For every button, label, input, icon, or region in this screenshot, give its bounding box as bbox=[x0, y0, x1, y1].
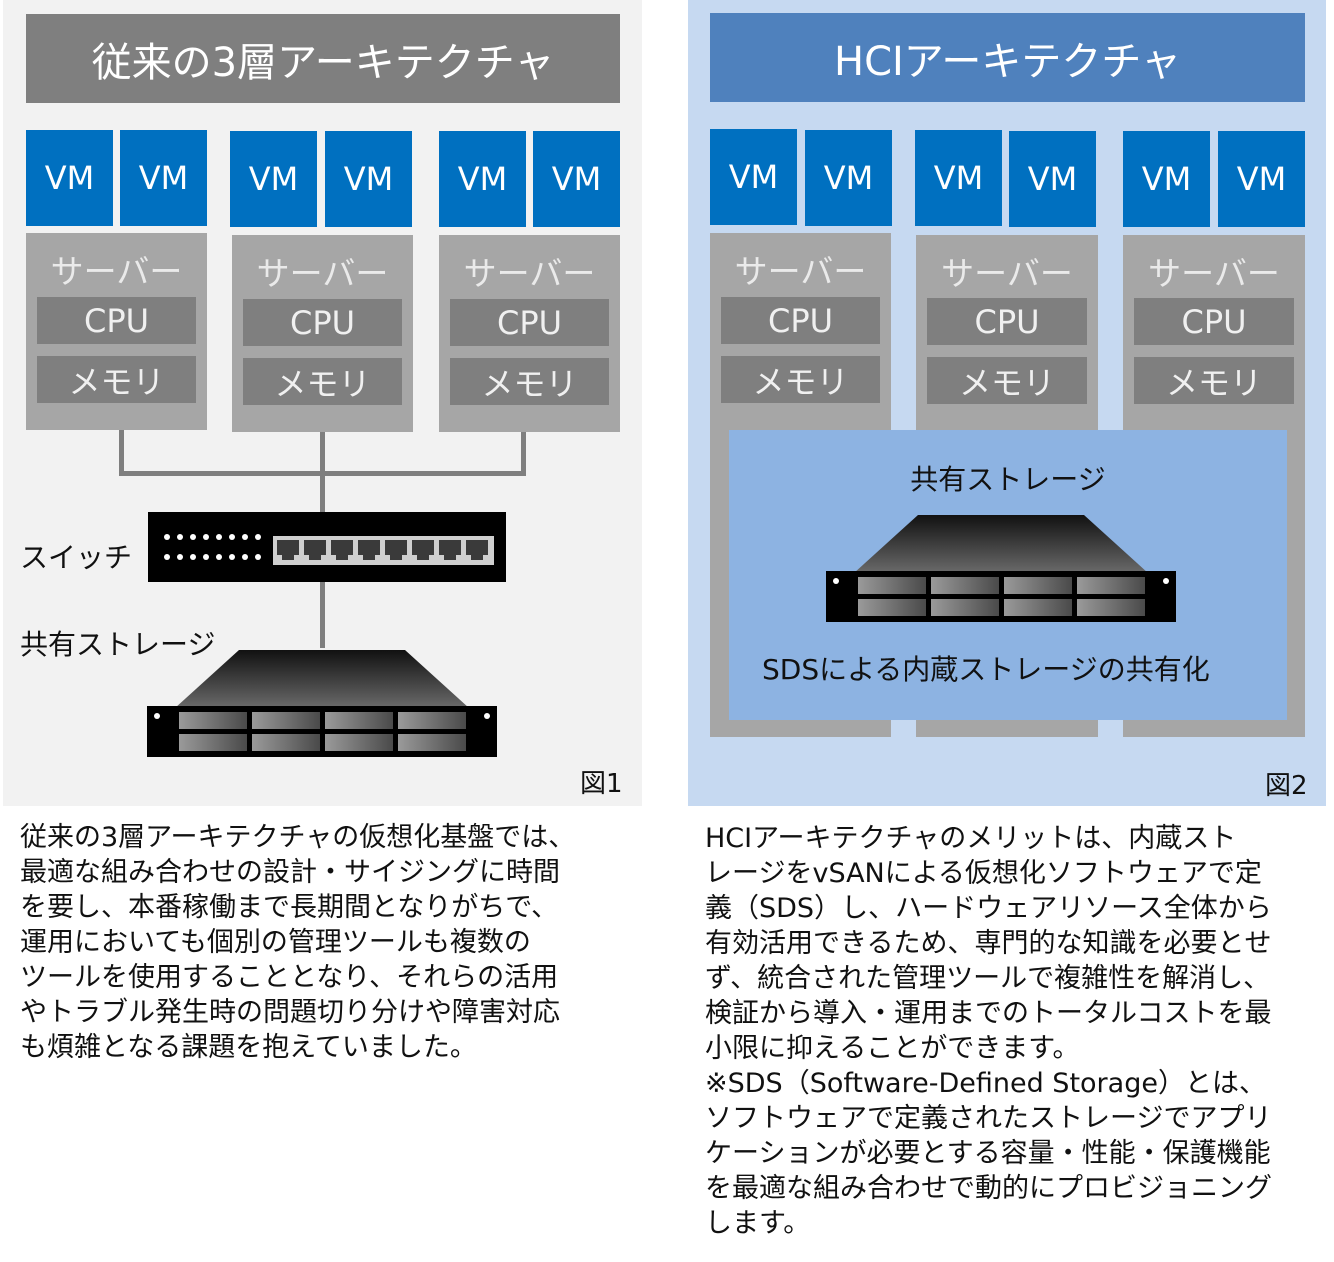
cpu-box: CPU bbox=[243, 299, 402, 346]
text-line: 最適な組み合わせの設計・サイジングに時間 bbox=[20, 857, 560, 888]
text-line: を要し、本番稼働まで長期間となりがちで、 bbox=[20, 892, 559, 923]
text-line: HCIアーキテクチャのメリットは、内蔵スト bbox=[705, 823, 1237, 854]
text-line: ソフトウェアで定義されたストレージでアプリ bbox=[705, 1103, 1272, 1134]
vm-box: VM bbox=[805, 130, 892, 226]
memory-box: メモリ bbox=[450, 358, 609, 405]
vm-box: VM bbox=[26, 130, 113, 226]
text-line: ツールを使用することとなり、それらの活用 bbox=[20, 962, 559, 993]
vm-box: VM bbox=[230, 131, 317, 227]
connector-line bbox=[119, 471, 526, 476]
text-line: 小限に抑えることができます。 bbox=[705, 1033, 1080, 1064]
memory-box: メモリ bbox=[721, 356, 880, 403]
text-line: します。 bbox=[705, 1208, 811, 1239]
vm-box: VM bbox=[439, 131, 526, 227]
server-label: サーバー bbox=[463, 254, 596, 293]
memory-box: メモリ bbox=[1134, 357, 1294, 404]
memory-box: メモリ bbox=[37, 356, 196, 403]
server-box: サーバー CPU メモリ bbox=[26, 233, 207, 430]
cpu-box: CPU bbox=[1134, 298, 1294, 345]
cpu-box: CPU bbox=[927, 298, 1087, 345]
shared-storage-label: 共有ストレージ bbox=[20, 628, 216, 661]
legacy-title: 従来の3層アーキテクチャ bbox=[26, 14, 620, 103]
server-label: サーバー bbox=[1148, 254, 1280, 293]
text-line: も煩雑となる課題を抱えていました。 bbox=[20, 1032, 477, 1063]
cpu-box: CPU bbox=[37, 297, 196, 344]
text-line: やトラブル発生時の問題切り分けや障害対応 bbox=[20, 997, 560, 1028]
vm-box: VM bbox=[120, 130, 207, 226]
cpu-box: CPU bbox=[721, 297, 880, 344]
vm-box: VM bbox=[533, 131, 620, 227]
storage-array-icon bbox=[147, 650, 497, 757]
vm-box: VM bbox=[325, 131, 412, 227]
text-line: ※SDS（Software-Defined Storage）とは、 bbox=[705, 1068, 1266, 1099]
hci-description: HCIアーキテクチャのメリットは、内蔵スト レージをvSANによる仮想化ソフトウ… bbox=[705, 821, 1272, 1241]
vm-box: VM bbox=[1123, 131, 1210, 227]
figure-caption: 図1 bbox=[580, 769, 623, 799]
switch-label: スイッチ bbox=[20, 541, 133, 574]
server-box: サーバー CPU メモリ bbox=[232, 235, 413, 432]
hci-title: HCIアーキテクチャ bbox=[710, 13, 1305, 102]
cpu-box: CPU bbox=[450, 299, 609, 346]
memory-box: メモリ bbox=[927, 357, 1087, 404]
storage-array-icon bbox=[826, 515, 1176, 622]
connector-line bbox=[320, 582, 325, 648]
text-line: を最適な組み合わせで動的にプロビジョニング bbox=[705, 1173, 1272, 1204]
server-label: サーバー bbox=[50, 252, 183, 291]
text-line: 検証から導入・運用までのトータルコストを最 bbox=[705, 998, 1272, 1029]
server-label: サーバー bbox=[734, 252, 867, 291]
sds-description: SDSによる内蔵ストレージの共有化 bbox=[762, 653, 1210, 686]
connector-line bbox=[119, 430, 124, 476]
text-line: ず、統合された管理ツールで複雑性を解消し、 bbox=[705, 963, 1271, 994]
text-line: 有効活用できるため、専門的な知識を必要とせ bbox=[705, 928, 1272, 959]
server-label: サーバー bbox=[256, 254, 389, 293]
server-label: サーバー bbox=[941, 254, 1073, 293]
vm-box: VM bbox=[915, 130, 1002, 226]
memory-box: メモリ bbox=[243, 358, 402, 405]
vm-box: VM bbox=[1009, 131, 1096, 227]
vm-box: VM bbox=[1218, 131, 1305, 227]
text-line: 運用においても個別の管理ツールも複数の bbox=[20, 927, 531, 958]
legacy-description: 従来の3層アーキテクチャの仮想化基盤では、 最適な組み合わせの設計・サイジングに… bbox=[20, 820, 575, 1065]
server-box: サーバー CPU メモリ bbox=[439, 235, 620, 432]
shared-storage-label: 共有ストレージ bbox=[910, 463, 1106, 496]
text-line: ケーションが必要とする容量・性能・保護機能 bbox=[705, 1138, 1271, 1169]
vm-box: VM bbox=[710, 129, 797, 225]
text-line: レージをvSANによる仮想化ソフトウェアで定 bbox=[705, 858, 1262, 889]
text-line: 義（SDS）し、ハードウェアリソース全体から bbox=[705, 893, 1272, 924]
connector-line bbox=[521, 432, 526, 476]
text-line: 従来の3層アーキテクチャの仮想化基盤では、 bbox=[20, 822, 576, 853]
figure-caption: 図2 bbox=[1265, 771, 1308, 801]
sds-shared-storage-box: 共有ストレージ SDSによる内蔵ストレージの共有化 bbox=[729, 430, 1287, 720]
network-switch-icon bbox=[148, 512, 506, 582]
